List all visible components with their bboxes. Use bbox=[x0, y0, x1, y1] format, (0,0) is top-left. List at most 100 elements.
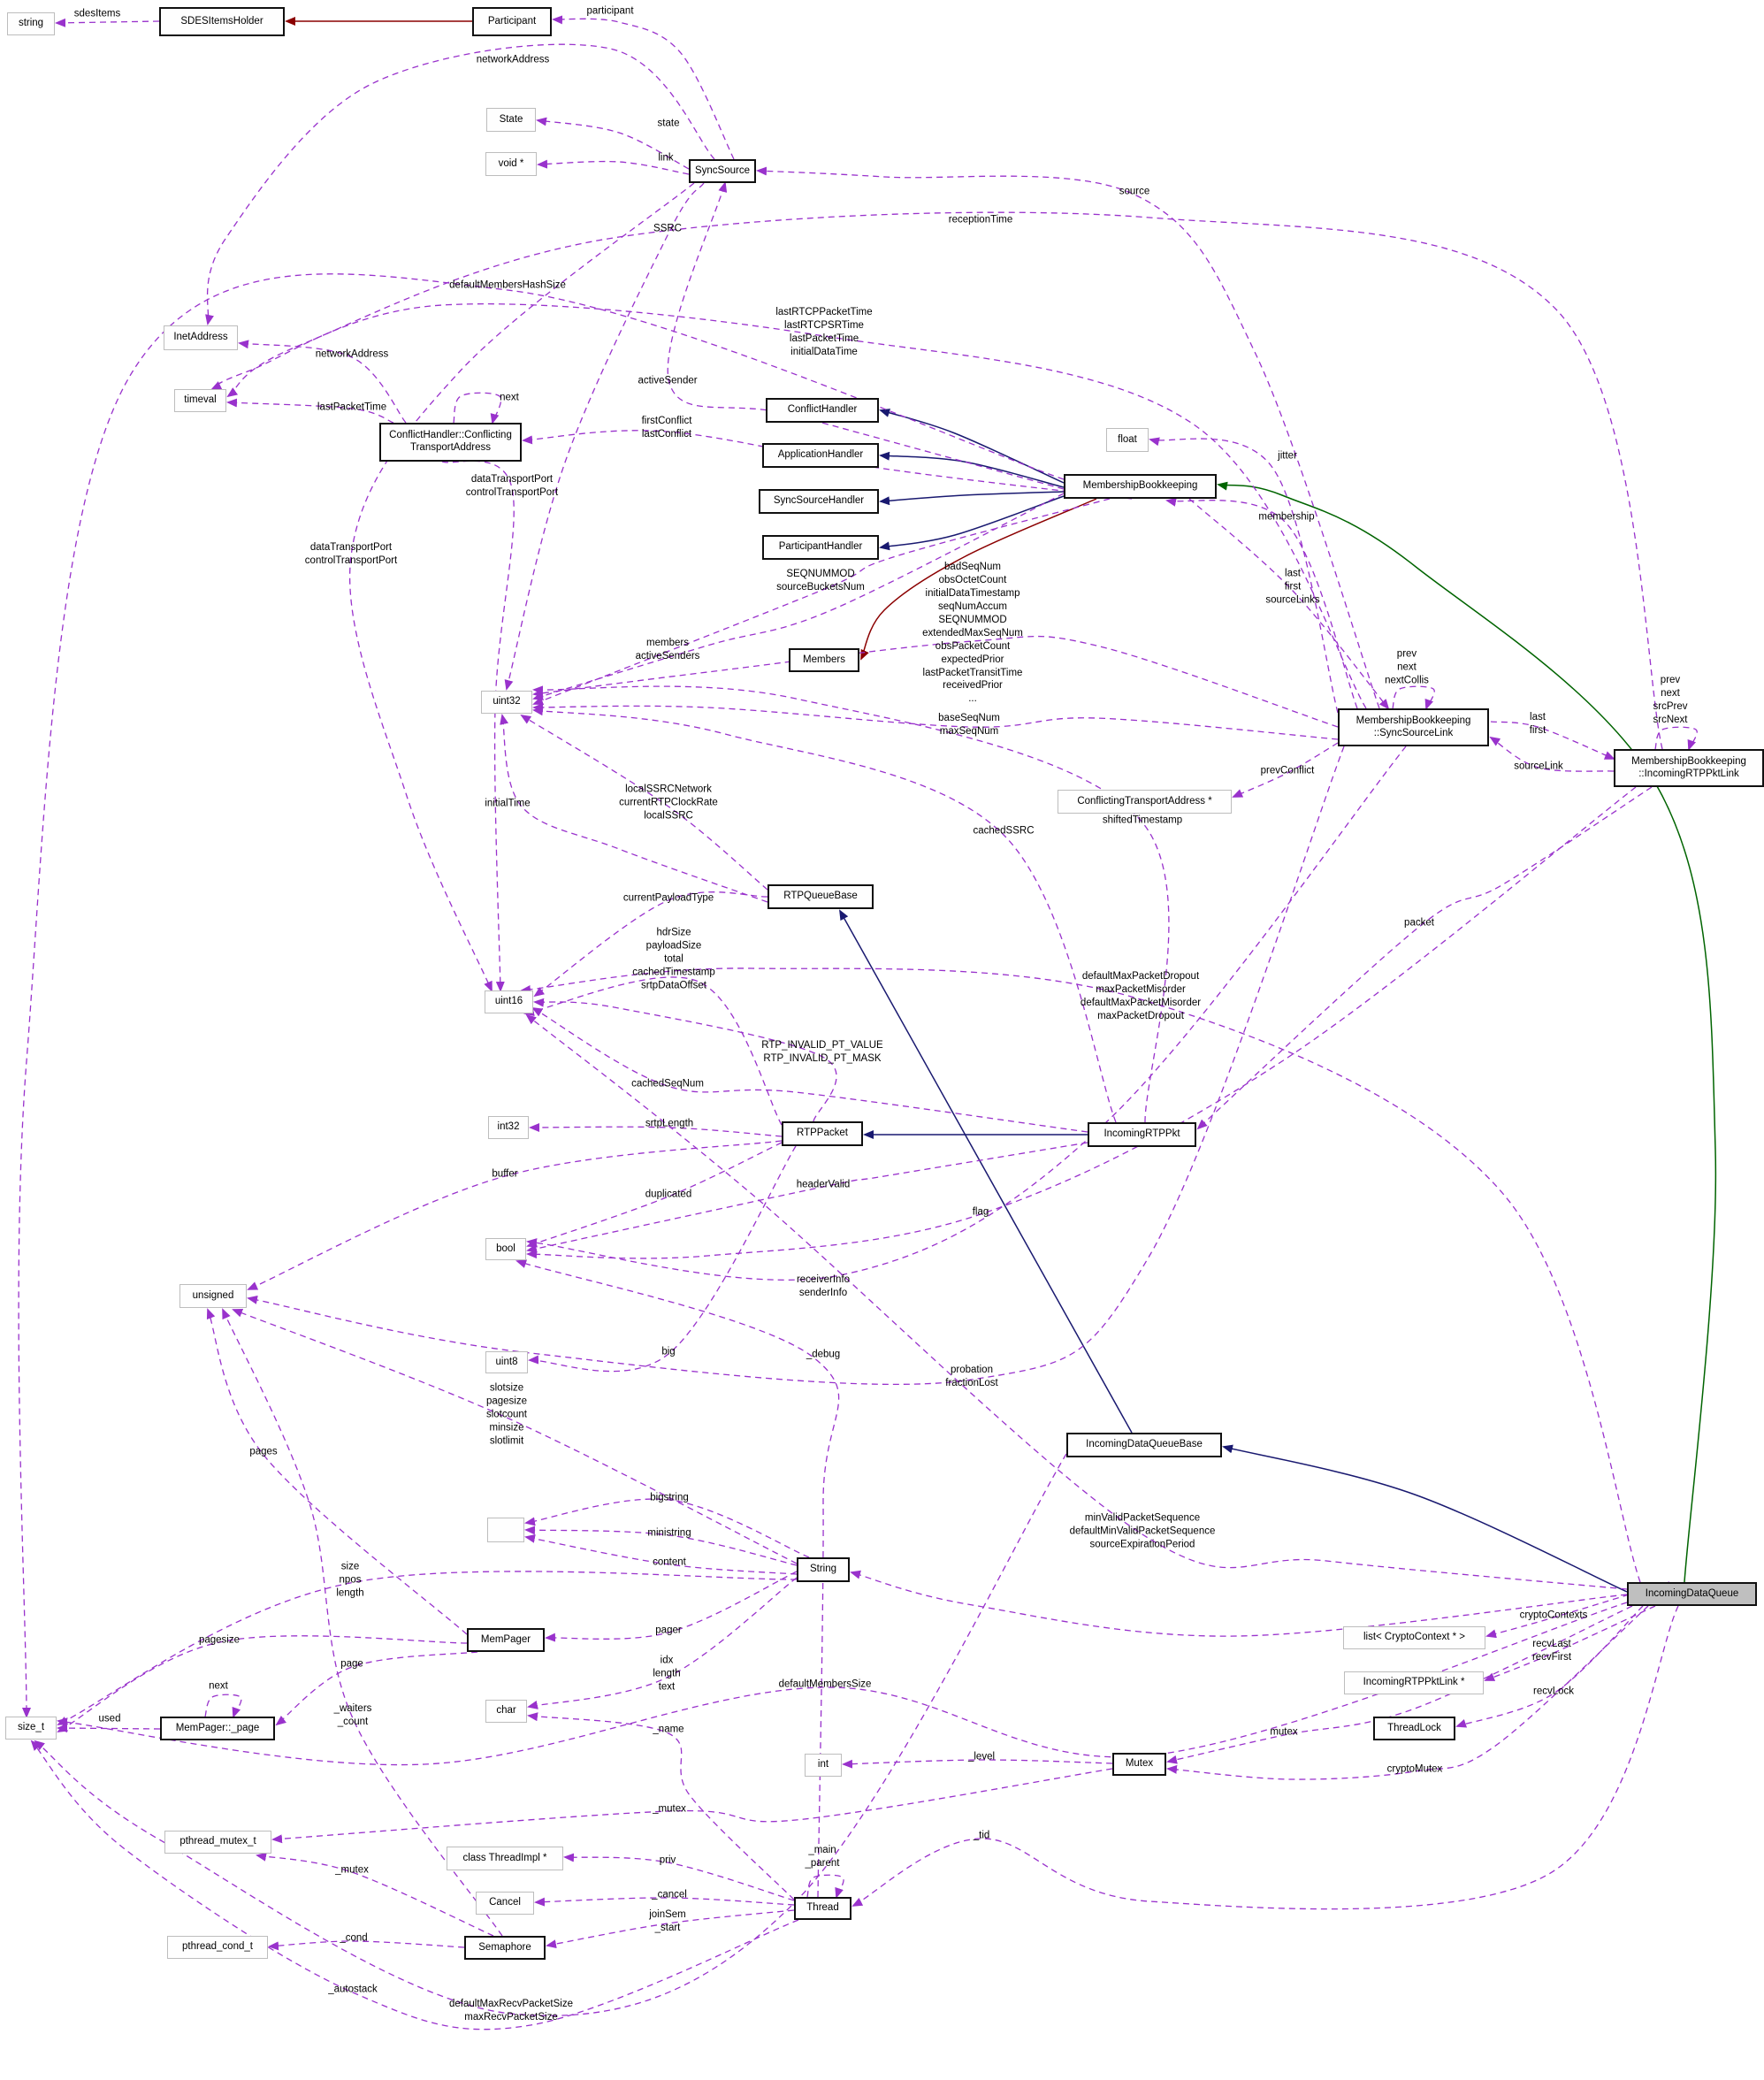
edge-usage bbox=[55, 18, 160, 27]
edge-usage bbox=[563, 1853, 795, 1901]
edge-label: next bbox=[209, 1680, 228, 1692]
edge-label: last first sourceLinks bbox=[1265, 568, 1320, 606]
class-node-conflict-handler[interactable]: ConflictHandler bbox=[766, 398, 879, 423]
class-node-incoming-rtp-pkt[interactable]: IncomingRTPPkt bbox=[1088, 1122, 1196, 1147]
class-node-mem-pager[interactable]: MemPager bbox=[467, 1628, 545, 1652]
edge-label: _cancel bbox=[652, 1889, 687, 1900]
edge-label: networkAddress bbox=[315, 348, 389, 360]
class-node-sync-source-link[interactable]: MembershipBookkeeping ::SyncSourceLink bbox=[1338, 708, 1489, 746]
class-node-thread-impl-ptr[interactable]: class ThreadImpl * bbox=[447, 1847, 563, 1870]
class-node-participant[interactable]: Participant bbox=[472, 7, 552, 36]
edge-label: state bbox=[657, 118, 680, 129]
class-node-uint32[interactable]: uint32 bbox=[481, 691, 532, 714]
edge-label: members activeSenders bbox=[635, 638, 700, 661]
edge-usage bbox=[526, 1142, 1088, 1253]
edge-label: slotsize pagesize slotcount minsize slot… bbox=[485, 1382, 528, 1447]
edge-label: sdesItems bbox=[73, 8, 121, 19]
class-node-bool[interactable]: bool bbox=[485, 1238, 526, 1260]
edge-usage bbox=[247, 746, 1345, 1386]
edge-usage bbox=[256, 1852, 494, 1937]
edge-label: pager bbox=[655, 1625, 682, 1636]
class-node-uint8[interactable]: uint8 bbox=[485, 1351, 528, 1373]
class-node-pthread-cond-t[interactable]: pthread_cond_t bbox=[167, 1936, 268, 1959]
class-node-application-handler[interactable]: ApplicationHandler bbox=[762, 443, 879, 468]
class-node-rtp-queue-base[interactable]: RTPQueueBase bbox=[767, 884, 874, 909]
edge-usage bbox=[850, 1570, 1628, 1637]
class-node-participant-handler[interactable]: ParticipantHandler bbox=[762, 535, 879, 560]
edge-label: recvLast recvFirst bbox=[1531, 1639, 1572, 1663]
class-node-mutex[interactable]: Mutex bbox=[1112, 1753, 1166, 1776]
class-node-semaphore[interactable]: Semaphore bbox=[464, 1936, 546, 1960]
class-node-unsigned[interactable]: unsigned bbox=[179, 1284, 247, 1308]
edge-usage bbox=[57, 1571, 798, 1725]
edge-usage bbox=[532, 702, 1339, 740]
edge-label: dataTransportPort controlTransportPort bbox=[304, 542, 398, 566]
edge-public bbox=[879, 409, 1065, 484]
edge-usage bbox=[18, 273, 1065, 1718]
class-node-string-class[interactable]: String bbox=[797, 1557, 850, 1582]
class-node-conflicting-transport-address[interactable]: ConflictHandler::Conflicting TransportAd… bbox=[379, 423, 522, 462]
edge-label: SSRC bbox=[653, 223, 682, 234]
class-node-state[interactable]: State bbox=[486, 108, 536, 132]
class-node-members[interactable]: Members bbox=[789, 648, 859, 672]
class-node-sync-source[interactable]: SyncSource bbox=[689, 159, 756, 183]
class-node-inet-address[interactable]: InetAddress bbox=[164, 325, 238, 350]
class-node-uint16[interactable]: uint16 bbox=[485, 990, 533, 1013]
edge-label: priv bbox=[659, 1854, 676, 1866]
edge-usage bbox=[204, 1694, 242, 1718]
class-node-conflicting-transport-address-ptr[interactable]: ConflictingTransportAddress * bbox=[1058, 790, 1232, 814]
edge-usage bbox=[1455, 1605, 1644, 1728]
edge-label: cryptoMutex bbox=[1386, 1763, 1443, 1775]
edge-label: pagesize bbox=[198, 1634, 241, 1646]
class-node-int[interactable]: int bbox=[805, 1754, 842, 1777]
edge-label: RTP_INVALID_PT_VALUE RTP_INVALID_PT_MASK bbox=[761, 1040, 883, 1064]
edge-label: source bbox=[1119, 186, 1150, 197]
edge-usage bbox=[524, 1533, 798, 1575]
class-node-string[interactable]: string bbox=[7, 12, 55, 35]
class-node-cancel[interactable]: Cancel bbox=[476, 1892, 534, 1915]
edge-label: mutex bbox=[1270, 1726, 1298, 1738]
edge-public bbox=[879, 495, 1065, 551]
edge-usage bbox=[532, 685, 1170, 1123]
edge-label: networkAddress bbox=[476, 54, 550, 65]
edge-usage bbox=[525, 1013, 1628, 1590]
edge-label: _autostack bbox=[328, 1984, 378, 1995]
class-node-incoming-data-queue[interactable]: IncomingDataQueue bbox=[1627, 1582, 1757, 1606]
class-node-rtp-packet[interactable]: RTPPacket bbox=[782, 1121, 863, 1146]
class-node-sync-source-handler[interactable]: SyncSourceHandler bbox=[759, 489, 879, 514]
edge-label: prev next srcPrev srcNext bbox=[1653, 675, 1688, 725]
edge-usage bbox=[504, 182, 705, 691]
class-node-mem-pager-page[interactable]: MemPager::_page bbox=[160, 1717, 275, 1740]
edge-label: prevConflict bbox=[1260, 765, 1315, 776]
class-node-pthread-mutex-t[interactable]: pthread_mutex_t bbox=[164, 1831, 271, 1854]
edge-usage bbox=[533, 998, 837, 1122]
edge-label: packet bbox=[1404, 917, 1434, 929]
class-node-void-ptr[interactable]: void * bbox=[485, 152, 537, 176]
class-node-char[interactable]: char bbox=[485, 1700, 527, 1723]
edge-label: duplicated bbox=[645, 1189, 692, 1200]
edge-label: hdrSize payloadSize total cachedTimestam… bbox=[632, 927, 715, 991]
class-node-size-t[interactable]: size_t bbox=[5, 1717, 57, 1740]
class-node-incoming-rtp-pkt-link-ptr[interactable]: IncomingRTPPktLink * bbox=[1344, 1671, 1484, 1694]
class-node-incoming-data-queue-base[interactable]: IncomingDataQueueBase bbox=[1066, 1433, 1222, 1457]
edge-usage bbox=[806, 1874, 844, 1899]
class-node-crypto-context-list[interactable]: list< CryptoContext * > bbox=[1343, 1626, 1485, 1649]
edge-label: cachedSSRC bbox=[973, 825, 1035, 837]
edge-usage bbox=[247, 1140, 783, 1290]
class-node-sdes-items-holder[interactable]: SDESItemsHolder bbox=[159, 7, 285, 36]
edge-usage bbox=[532, 493, 1065, 700]
edge-usage bbox=[1166, 1605, 1649, 1780]
class-node-float[interactable]: float bbox=[1106, 428, 1149, 452]
edge-label: localSSRCNetwork currentRTPClockRate loc… bbox=[619, 784, 718, 822]
class-node-timeval[interactable]: timeval bbox=[174, 389, 226, 412]
class-node-int32[interactable]: int32 bbox=[488, 1116, 529, 1139]
class-node-thread[interactable]: Thread bbox=[794, 1897, 851, 1920]
edge-usage bbox=[238, 340, 407, 424]
class-node-anon-box[interactable] bbox=[487, 1518, 524, 1542]
edge-usage bbox=[1232, 742, 1339, 798]
class-node-membership-bookkeeping[interactable]: MembershipBookkeeping bbox=[1064, 474, 1217, 499]
class-node-thread-lock[interactable]: ThreadLock bbox=[1373, 1717, 1455, 1740]
class-node-incoming-rtp-pkt-link[interactable]: MembershipBookkeeping ::IncomingRTPPktLi… bbox=[1614, 749, 1764, 787]
edge-usage bbox=[842, 1759, 1113, 1769]
